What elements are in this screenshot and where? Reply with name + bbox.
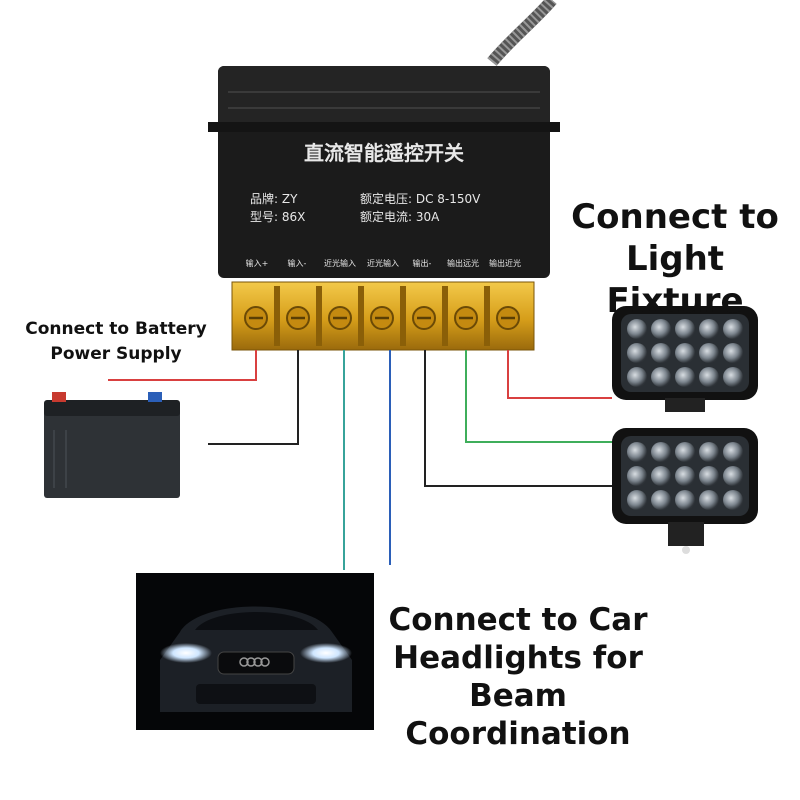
terminal-label: 输出-: [413, 258, 432, 268]
antenna-cable: [487, 0, 557, 66]
led-array: [627, 442, 743, 510]
led: [699, 367, 719, 387]
led: [627, 442, 647, 462]
wire-red-battery: [108, 350, 257, 381]
model-label: 型号: 86X: [250, 210, 305, 224]
terminal-screws: [244, 306, 520, 330]
led: [675, 343, 695, 363]
led-array: [627, 319, 743, 387]
terminal-label: 输出远光: [447, 258, 479, 268]
controller-box: 直流智能遥控开关 品牌: ZY 型号: 86X 额定电压: DC 8-150V …: [208, 66, 560, 278]
led: [627, 319, 647, 339]
car-photo: [136, 573, 374, 730]
led: [723, 343, 743, 363]
right-headlight: [300, 643, 352, 663]
led: [675, 466, 695, 486]
wire-black-battery: [208, 350, 299, 445]
led: [651, 490, 671, 510]
wire-red-light: [507, 350, 612, 399]
led: [723, 367, 743, 387]
voltage-label: 额定电压: DC 8-150V: [360, 191, 481, 206]
wire-black-light: [424, 350, 612, 487]
led: [627, 367, 647, 387]
positive-terminal: [52, 392, 66, 402]
car-headlights-label: Connect to Car Headlights for Beam Coord…: [388, 602, 648, 752]
led: [699, 442, 719, 462]
led: [651, 466, 671, 486]
terminal-label: 输入-: [288, 258, 307, 268]
terminal-block: [231, 281, 535, 351]
led: [723, 490, 743, 510]
led: [651, 343, 671, 363]
led: [675, 367, 695, 387]
terminal-label: 近光输入: [367, 258, 399, 268]
led: [723, 466, 743, 486]
led: [675, 442, 695, 462]
brand-label: 品牌: ZY: [250, 192, 298, 206]
wire-green-light: [465, 350, 614, 443]
negative-terminal: [148, 392, 162, 402]
led: [627, 343, 647, 363]
light-fixture-label: Connect to Light Fixture: [571, 197, 779, 321]
led: [723, 319, 743, 339]
led: [651, 442, 671, 462]
led: [723, 442, 743, 462]
battery-label: Connect to Battery Power Supply: [25, 319, 207, 364]
wires: [108, 350, 614, 570]
led: [699, 466, 719, 486]
device-title: 直流智能遥控开关: [304, 141, 464, 165]
led: [675, 319, 695, 339]
led: [699, 319, 719, 339]
car-battery: [44, 392, 180, 498]
current-label: 额定电流: 30A: [360, 209, 440, 224]
terminal-label: 输入+: [246, 258, 269, 268]
led: [699, 343, 719, 363]
left-headlight: [160, 643, 212, 663]
led: [627, 466, 647, 486]
led: [651, 319, 671, 339]
car-logo: [239, 657, 270, 667]
led: [627, 490, 647, 510]
led: [699, 490, 719, 510]
terminal-labels: 输入+ 输入- 近光输入 近光输入 输出- 输出远光 输出近光: [246, 258, 521, 268]
led: [651, 367, 671, 387]
terminal-label: 输出近光: [489, 258, 521, 268]
led: [675, 490, 695, 510]
terminal-label: 近光输入: [324, 258, 356, 268]
